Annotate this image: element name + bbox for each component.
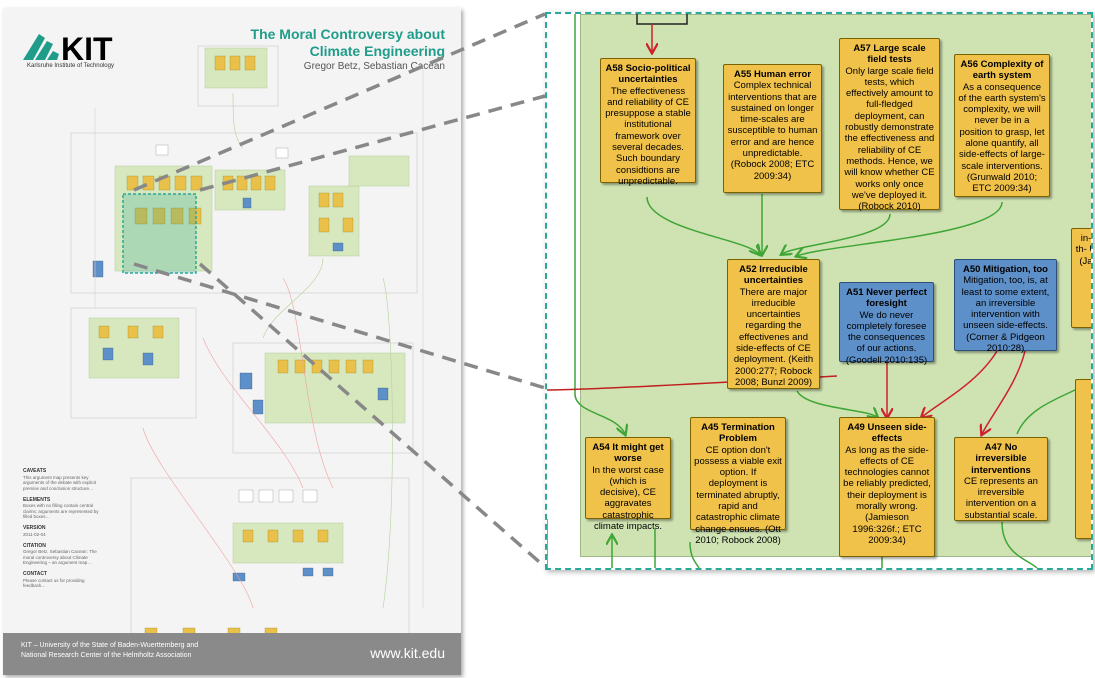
argument-body: CE option don't possess a viable exit op… [694, 444, 782, 546]
argument-edge-partial[interactable]: in- th- U (Ja [1071, 228, 1093, 328]
argument-body: As a consequence of the earth system's c… [958, 81, 1046, 195]
footer-url[interactable]: www.kit.edu [370, 645, 445, 661]
kit-logo-text: KIT [61, 31, 113, 64]
argument-title: A55 Human error [733, 69, 812, 80]
argument-title: A51 Never perfect foresight [846, 287, 927, 310]
argument-title: A49 Unseen side-effects [847, 422, 927, 445]
kit-logo: KIT [23, 31, 113, 64]
argument-body: Mitigation, too, is, at least to some ex… [961, 275, 1050, 355]
argument-a47[interactable]: A47 No irreversible interventions CE rep… [954, 437, 1048, 521]
argument-body: The effectiveness and reliability of CE … [605, 85, 691, 187]
argument-partial-right[interactable] [1075, 379, 1091, 539]
argument-body: We do never completely foresee the conse… [845, 309, 928, 366]
argument-a52[interactable]: A52 Irreducible uncertainties There are … [727, 259, 820, 389]
argument-title: A52 Irreducible uncertainties [739, 264, 808, 287]
zoom-highlight-box [122, 193, 197, 274]
argument-body: There are major irreducible uncertaintie… [733, 286, 814, 388]
argument-title: A54 It might get worse [592, 442, 664, 465]
argument-body: Only large scale field tests, which effe… [844, 65, 935, 213]
argument-body: CE represents an irreversible interventi… [964, 475, 1038, 521]
argument-body: Complex technical interventions that are… [727, 80, 818, 182]
footer-text: KIT – University of the State of Baden-W… [21, 642, 199, 659]
argument-title: A56 Complexity of earth system [960, 59, 1044, 82]
poster-thumbnail[interactable]: KIT Karlsruhe Institute of Technology Th… [3, 8, 461, 675]
argument-a50[interactable]: A50 Mitigation, too Mitigation, too, is,… [954, 259, 1057, 355]
argument-body: As long as the side-effects of CE techno… [843, 444, 931, 546]
argument-body: in- th- U (Ja [1075, 233, 1093, 267]
argument-body: In the worst case (which is decisive), C… [592, 464, 664, 533]
argument-title: A45 Termination Problem [701, 422, 775, 445]
argument-title: A50 Mitigation, too [963, 264, 1048, 275]
argument-a49[interactable]: A49 Unseen side-effects As long as the s… [839, 417, 935, 557]
argument-a55[interactable]: A55 Human error Complex technical interv… [723, 64, 822, 193]
argument-a57[interactable]: A57 Large scale field tests Only large s… [839, 38, 940, 213]
zoom-detail-panel[interactable]: A58 Socio-political uncertainties The ef… [545, 12, 1093, 570]
argument-title: A57 Large scale field tests [853, 43, 926, 66]
argument-a56[interactable]: A56 Complexity of earth system As a cons… [954, 54, 1050, 197]
argument-a58[interactable]: A58 Socio-political uncertainties The ef… [600, 58, 696, 187]
argument-title: A47 No irreversible interventions [971, 442, 1031, 476]
poster-footer: KIT – University of the State of Baden-W… [3, 633, 461, 675]
argument-a51[interactable]: A51 Never perfect foresight We do never … [839, 282, 934, 366]
argument-title: A58 Socio-political uncertainties [605, 63, 691, 86]
argument-a54[interactable]: A54 It might get worse In the worst case… [585, 437, 671, 532]
argument-a45[interactable]: A45 Termination Problem CE option don't … [690, 417, 786, 546]
kit-logo-subtitle: Karlsruhe Institute of Technology [27, 63, 114, 69]
